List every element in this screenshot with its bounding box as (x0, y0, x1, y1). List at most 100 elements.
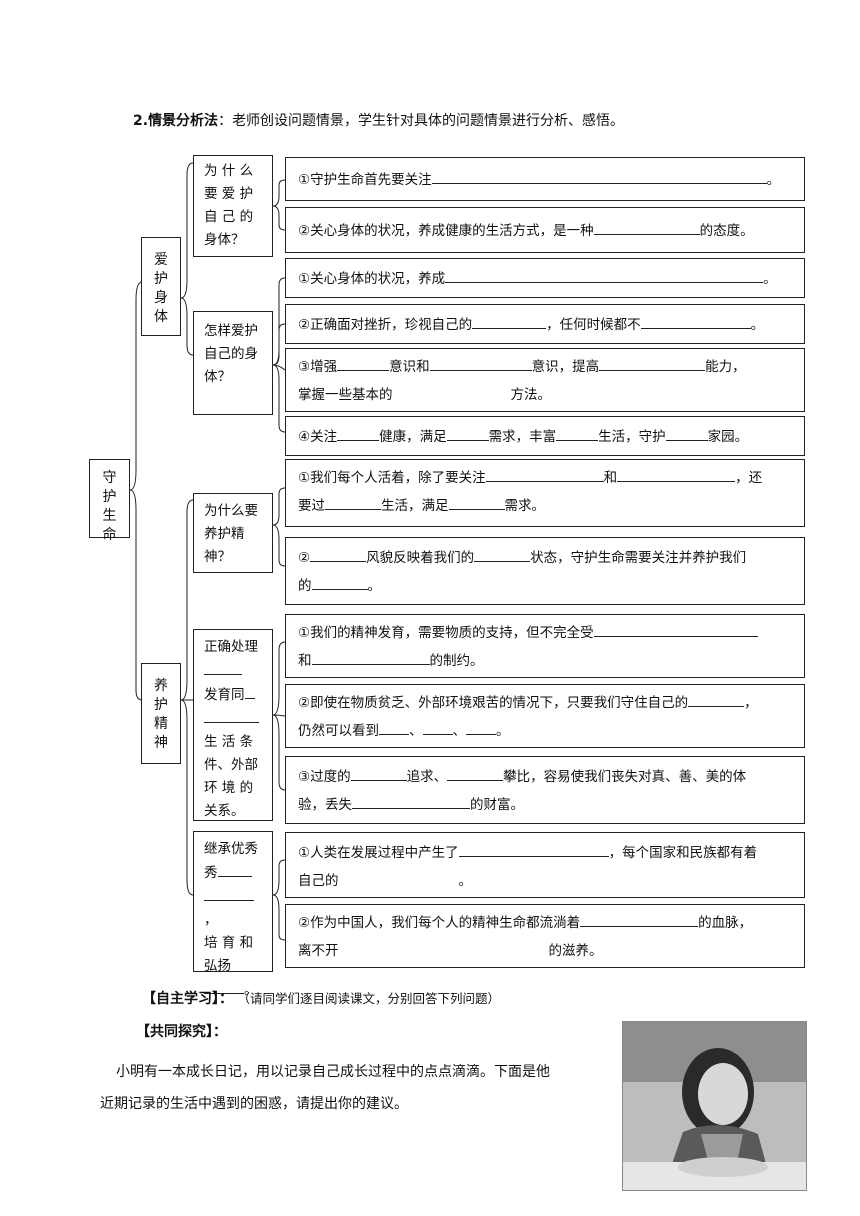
blank (448, 494, 505, 510)
item-text: 意识，提高 (531, 359, 600, 375)
blank (665, 425, 708, 441)
item-text: 离不开 (298, 943, 339, 959)
self-study-label: 【自主学习】： (142, 991, 233, 1007)
q4-part-a: 正确处理 (204, 639, 258, 655)
blank (458, 841, 609, 857)
item-text: 的 (298, 578, 312, 594)
item-text: 的血脉， (698, 915, 753, 931)
section-heading: 2.情景分析法：老师创设问题情景，学生针对具体的问题情景进行分析、感悟。 (133, 110, 624, 130)
item-text: 的滋养。 (548, 943, 603, 959)
item-4: ②正确面对挫折，珍视自己的 ，任何时候都不 。 (285, 304, 805, 344)
item-text: ， (744, 695, 758, 711)
item-text: 要过 (298, 498, 325, 514)
item-text: ①守护生命首先要关注 (298, 172, 432, 188)
blank (204, 885, 254, 901)
item-text: ②即使在物质贫乏、外部环境艰苦的情况下，只要我们守住自己的 (298, 695, 689, 711)
item-text: 。 (496, 723, 510, 739)
blank (350, 765, 407, 781)
branch-body-label: 爱护身体 (154, 252, 168, 325)
q4-part-c: 生 活 条件、外部环 境 的关系。 (204, 734, 258, 819)
story-line-2: 近期记录的生活中遇到的困惑，请提出你的建议。 (100, 1096, 408, 1112)
item-11: ③过度的追求、攀比，容易使我们丧失对真、善、美的体验，丢失的财富。 (285, 756, 805, 824)
blank (485, 466, 604, 482)
blank (431, 168, 767, 184)
blank (599, 355, 706, 371)
item-text: 能力， (705, 359, 746, 375)
mindmap-root: 守护生命 (89, 459, 130, 543)
item-text: 。 (367, 578, 382, 594)
story-line-1: 小明有一本成长日记，用以记录自己成长过程中的点点滴滴。下面是他 (116, 1064, 550, 1080)
q5-part-c: 培 育 和弘扬 (204, 935, 254, 974)
blank (204, 707, 259, 723)
blank (446, 425, 489, 441)
blank (640, 313, 751, 329)
item-text: 。 (750, 317, 765, 333)
item-13: ②作为中国人，我们每个人的精神生命都流淌着 的血脉， 离不开 的滋养。 (285, 904, 805, 968)
blank (379, 719, 409, 735)
blank (445, 267, 764, 283)
item-text: 状态，守护生命需要关注并养护我们 (530, 550, 747, 566)
item-text: 和 (603, 470, 618, 486)
item-3: ①关心身体的状况，养成。 (285, 258, 805, 298)
item-text: 生活，守护 (598, 429, 666, 445)
item-text: 的态度。 (699, 223, 754, 239)
item-9: ①我们的精神发育，需要物质的支持，但不完全受和的制约。 (285, 614, 805, 678)
branch-spirit: 养护精神 (141, 663, 181, 764)
blank (580, 911, 699, 927)
item-text: 的财富。 (470, 797, 524, 813)
branch-body: 爱护身体 (141, 237, 181, 336)
blank (311, 574, 368, 590)
question-handle-relation: 正确处理 发育同 生 活 条件、外部环 境 的关系。 (193, 629, 273, 821)
question-handle-relation-text: 正确处理 发育同 生 活 条件、外部环 境 的关系。 (194, 630, 264, 823)
heading-colon: ： (218, 113, 233, 129)
student-photo (622, 1021, 807, 1191)
item-text: 需求，丰富 (488, 429, 557, 445)
blank (688, 691, 745, 707)
item-text: 自己的 (298, 873, 339, 889)
blank (593, 219, 700, 235)
item-text: ②关心身体的状况，养成健康的生活方式，是一种 (298, 223, 594, 239)
heading-text: 老师创设问题情景，学生针对具体的问题情景进行分析、感悟。 (232, 113, 625, 129)
question-why-care-body: 为 什 么 要 爱 护 自 己 的 身体？ (193, 155, 273, 257)
item-text: 健康，满足 (379, 429, 447, 445)
blank (204, 978, 244, 994)
q5-part-d: 。 (244, 982, 258, 998)
q5-part-b: ， (204, 912, 218, 928)
blank (311, 649, 430, 665)
item-2: ②关心身体的状况，养成健康的生活方式，是一种 的态度。 (285, 207, 805, 253)
heading-method: 情景分析法 (148, 113, 219, 129)
blank (556, 425, 599, 441)
item-text: ①我们每个人活着，除了要关注 (298, 470, 486, 486)
blank (472, 313, 547, 329)
item-text: 风貌反映着我们的 (366, 550, 475, 566)
item-text: 仍然可以看到 (298, 723, 379, 739)
item-text: ②作为中国人，我们每个人的精神生命都流淌着 (298, 915, 581, 931)
question-why-nourish-spirit: 为什么要养护精神？ (193, 493, 273, 573)
question-why-care-body-text: 为 什 么 要 爱 护 自 己 的 身体？ (204, 163, 254, 248)
item-text: 、 (452, 723, 467, 739)
item-text: ②正确面对挫折，珍视自己的 (298, 317, 473, 333)
item-8: ② 风貌反映着我们的 状态，守护生命需要关注并养护我们的 。 (285, 537, 805, 605)
item-text: 、 (409, 723, 423, 739)
item-text: ② (298, 550, 311, 566)
question-how-care-body: 怎样爱护自己的身体？ (193, 311, 273, 415)
blank (429, 355, 532, 371)
blank (466, 719, 496, 735)
item-text: ①人类在发展过程中产生了 (298, 845, 459, 861)
item-text: 家园。 (707, 429, 749, 445)
question-why-nourish-spirit-text: 为什么要养护精神？ (204, 503, 258, 565)
blank (474, 546, 531, 562)
item-text: ，每个国家和民族都有着 (608, 845, 758, 861)
item-text: ③增强 (298, 359, 338, 375)
item-10: ②即使在物质贫乏、外部环境艰苦的情况下，只要我们守住自己的 ， 仍然可以看到 、 、 。 (285, 684, 805, 748)
blank (422, 719, 453, 735)
item-7: ①我们每个人活着，除了要关注和，还要过生活，满足需求。 (285, 459, 805, 527)
item-text: 。 (766, 172, 781, 188)
item-12: ①人类在发展过程中产生了，每个国家和民族都有着自己的。 (285, 832, 805, 898)
item-text: ，任何时候都不 (546, 317, 641, 333)
question-how-care-body-text: 怎样爱护自己的身体？ (204, 323, 258, 385)
q4-part-b: 发育同 (204, 687, 245, 703)
q5-part-a: 继承优秀 (204, 841, 258, 857)
